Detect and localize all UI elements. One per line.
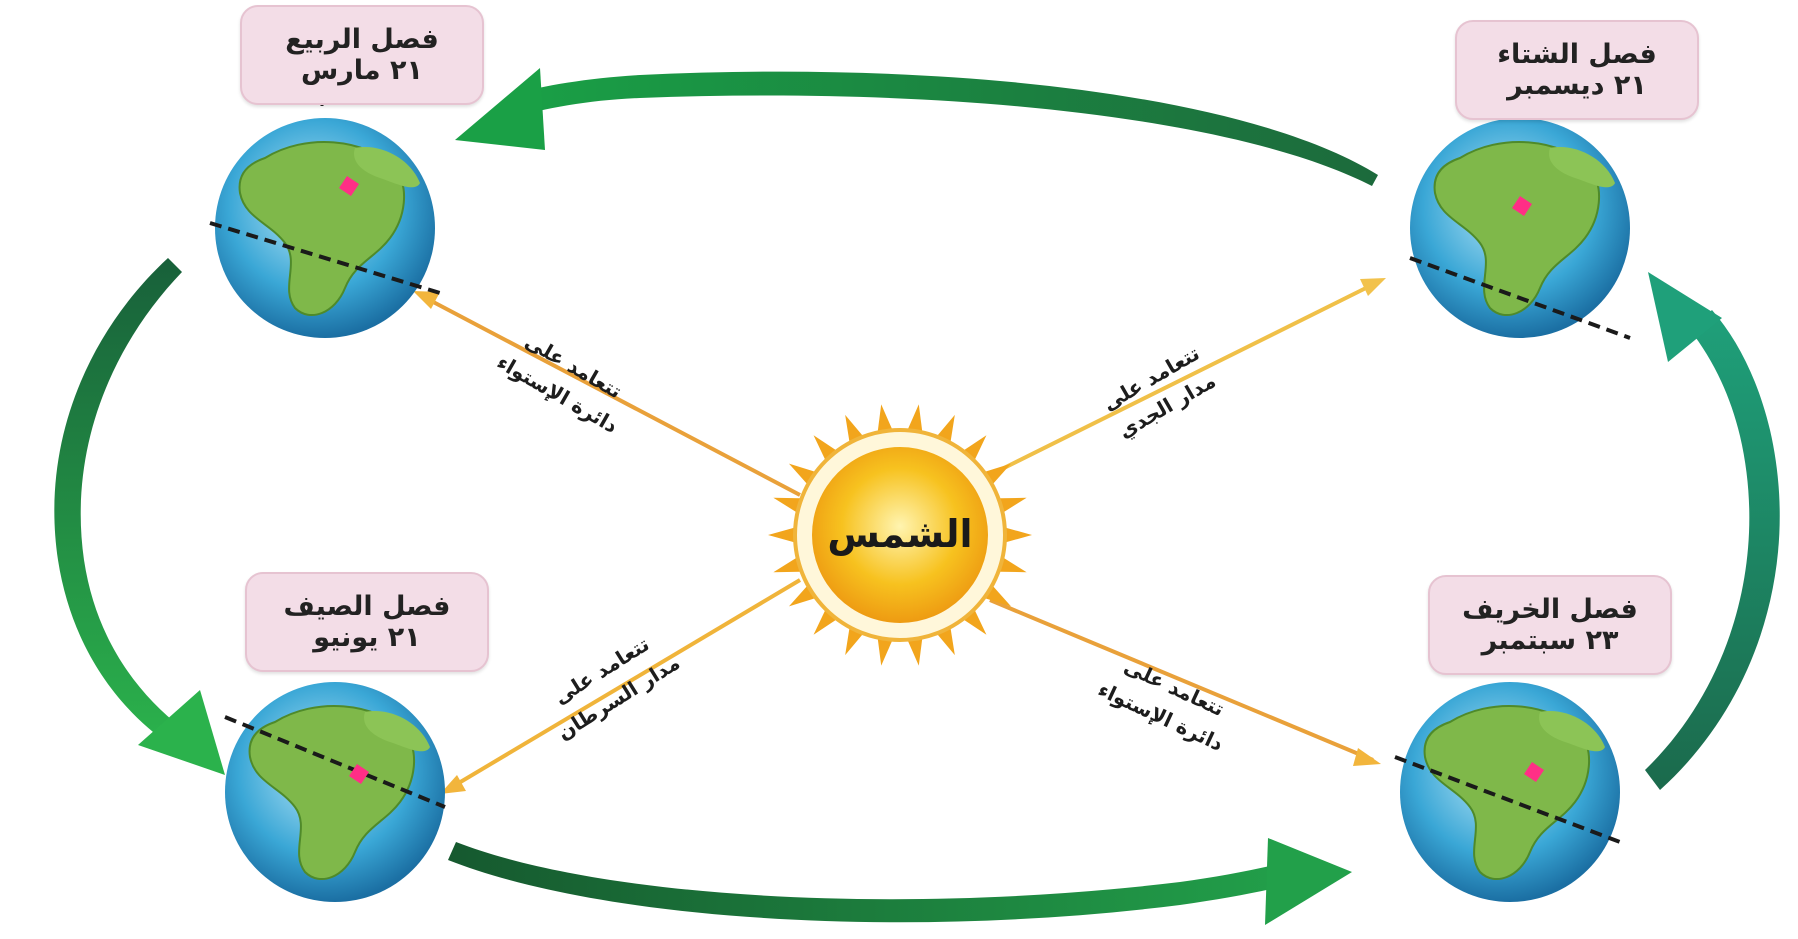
earth-winter — [1410, 88, 1630, 338]
orbit-arrow-summer-to-autumn — [448, 838, 1352, 925]
ray-arrowhead-autumn — [1353, 748, 1381, 766]
orbit-arrow-spring-to-summer — [54, 258, 225, 775]
earth-spring — [210, 88, 440, 338]
earth-autumn — [1395, 652, 1620, 902]
season-name-spring: فصل الربيع — [285, 24, 439, 55]
ray-arrowhead-winter — [1360, 278, 1386, 296]
season-box-autumn: فصل الخريف ٢٣ سبتمبر — [1428, 575, 1672, 675]
season-date-spring: ٢١ مارس — [301, 55, 423, 86]
sun-label: الشمس — [827, 512, 972, 556]
season-date-autumn: ٢٣ سبتمبر — [1482, 625, 1619, 656]
season-date-winter: ٢١ ديسمبر — [1507, 70, 1647, 101]
orbit-arrow-autumn-to-winter — [1645, 272, 1780, 790]
season-box-winter: فصل الشتاء ٢١ ديسمبر — [1455, 20, 1699, 120]
orbit-arrow-winter-to-spring — [455, 68, 1378, 186]
season-date-summer: ٢١ يونيو — [313, 622, 421, 653]
sun: الشمس — [768, 404, 1032, 665]
season-name-summer: فصل الصيف — [284, 591, 451, 622]
earth-summer — [225, 652, 445, 902]
season-name-autumn: فصل الخريف — [1462, 594, 1638, 625]
season-name-winter: فصل الشتاء — [1497, 39, 1657, 70]
season-box-summer: فصل الصيف ٢١ يونيو — [245, 572, 489, 672]
season-box-spring: فصل الربيع ٢١ مارس — [240, 5, 484, 105]
